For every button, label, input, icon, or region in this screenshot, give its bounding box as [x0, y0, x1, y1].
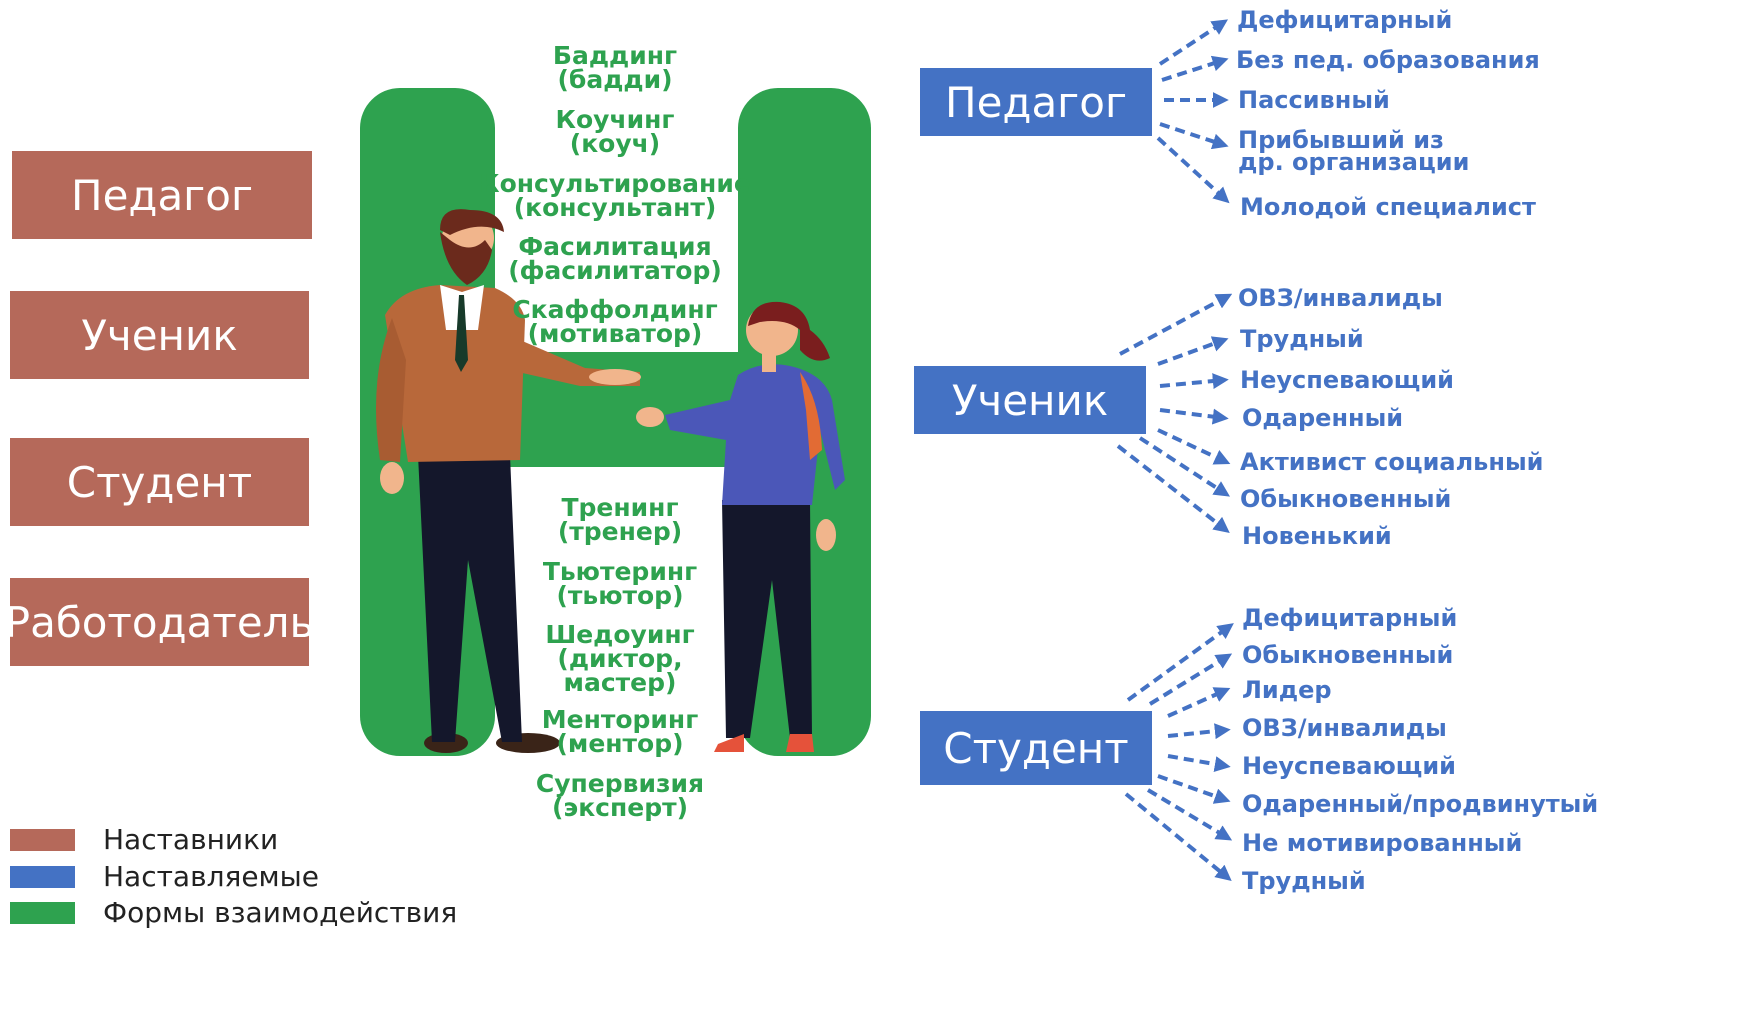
form-item: Баддинг(бадди) [455, 41, 775, 94]
mentee-type: Одаренный [1242, 404, 1404, 432]
mentee-type: ОВЗ/инвалиды [1242, 714, 1447, 742]
mentee-type: Трудный [1242, 867, 1366, 895]
arrow-line [1159, 373, 1229, 390]
arrow-line [1157, 774, 1231, 804]
legend-label: Формы взаимодействия [103, 896, 458, 929]
arrow-line [1119, 293, 1233, 356]
form-role: (тьютор) [556, 581, 684, 610]
form-item: Тьютеринг(тьютор) [460, 557, 780, 610]
form-item: Супервизия(эксперт) [460, 769, 780, 822]
legend-item-forms: Формы взаимодействия [10, 896, 457, 929]
mentee-type: Неуспевающий [1240, 366, 1454, 394]
form-role: (консультант) [513, 193, 717, 222]
mentor-label: Педагог [70, 170, 254, 220]
mentor-box-student: Студент [10, 438, 309, 526]
legend-swatch [10, 828, 75, 851]
mentor-label: Ученик [81, 310, 238, 360]
form-role: (тренер) [557, 517, 683, 546]
arrow-line [1167, 687, 1231, 718]
mentee-box-student: Студент [920, 711, 1152, 785]
arrow-line [1126, 623, 1234, 702]
mentee-type: Не мотивированный [1242, 829, 1523, 857]
mentee-type: Дефицитарный [1237, 6, 1453, 34]
form-role: (диктор, [557, 644, 683, 673]
mentee-label: Ученик [951, 375, 1109, 425]
arrow-line [1146, 788, 1233, 841]
form-name: Баддинг [552, 41, 678, 70]
arrow-line [1158, 19, 1229, 66]
mentee-type: Неуспевающий [1242, 752, 1456, 780]
mentee-type: Лидер [1242, 676, 1332, 704]
form-name: Шедоуинг [545, 620, 695, 649]
mentor-box-employer: Работодатель [5, 578, 314, 666]
legend-swatch [10, 865, 75, 888]
form-name: Тьютеринг [542, 557, 698, 586]
arrow-line [1148, 653, 1233, 706]
mentee-type: Трудный [1240, 325, 1364, 353]
arrow-line [1156, 136, 1230, 204]
mentor-box-pupil: Ученик [10, 291, 309, 379]
mentee-type: Прибывший из [1238, 126, 1444, 154]
arrow-line [1167, 723, 1231, 740]
mentee-type: Дефицитарный [1242, 604, 1458, 632]
arrow-line [1161, 55, 1229, 82]
form-role: (ментор) [556, 729, 684, 758]
arrow-line [1116, 444, 1230, 533]
mentor-box-teacher: Педагог [12, 151, 312, 239]
form-name: Менторинг [541, 705, 699, 734]
form-item: Скаффолдинг(мотиватор) [455, 295, 775, 348]
form-item: Шедоуинг(диктор,мастер) [460, 620, 780, 697]
mentee-type: Обыкновенный [1240, 485, 1452, 513]
form-name: Скаффолдинг [512, 295, 718, 324]
form-name: Супервизия [535, 769, 705, 798]
form-name: Консультирование [479, 169, 751, 198]
mentee-type: Обыкновенный [1242, 641, 1454, 669]
legend-item-mentors: Наставники [10, 823, 278, 856]
form-item: Тренинг(тренер) [460, 493, 780, 546]
legend-swatch [10, 901, 75, 924]
mentee-box-pupil: Ученик [914, 366, 1146, 434]
form-item: Менторинг(ментор) [460, 705, 780, 758]
mentee-type: Пассивный [1238, 86, 1390, 114]
mentee-label: Педагог [944, 77, 1128, 127]
form-role: (коуч) [569, 129, 661, 158]
mentee-type: Одаренный/продвинутый [1242, 790, 1599, 818]
legend-item-mentees: Наставляемые [10, 860, 319, 893]
mentee-type: Новенький [1242, 522, 1392, 550]
mentee-type: др. организации [1238, 148, 1470, 176]
mentee-label: Студент [943, 723, 1129, 773]
mentor-label: Работодатель [4, 597, 315, 647]
mentee-type: Без пед. образования [1236, 46, 1540, 74]
mentor-label: Студент [66, 457, 253, 507]
mentee-box-teacher: Педагог [920, 68, 1152, 136]
mentee-type: Молодой специалист [1240, 193, 1536, 221]
mentee-type: Активист социальный [1240, 448, 1544, 476]
arrow-line [1124, 792, 1232, 882]
arrow-line [1157, 428, 1231, 465]
arrow-line [1167, 754, 1231, 772]
legend-label: Наставляемые [103, 860, 320, 893]
form-item: Фасилитация(фасилитатор) [455, 232, 775, 285]
arrow-line [1159, 122, 1229, 150]
form-role: (бадди) [557, 65, 673, 94]
form-role: (эксперт) [551, 793, 689, 822]
form-name: Тренинг [561, 493, 679, 522]
mentee-type: ОВЗ/инвалиды [1238, 284, 1443, 312]
form-role: (мотиватор) [527, 319, 703, 348]
legend-label: Наставники [103, 823, 279, 856]
form-role: мастер) [563, 668, 677, 697]
form-name: Фасилитация [518, 232, 712, 261]
arrow-line [1157, 336, 1229, 366]
arrow-line [1159, 408, 1229, 425]
form-item: Консультирование(консультант) [455, 169, 775, 222]
form-item: Коучинг(коуч) [455, 105, 775, 158]
form-role: (фасилитатор) [508, 256, 722, 285]
form-name: Коучинг [555, 105, 675, 134]
arrow-line [1138, 436, 1231, 497]
